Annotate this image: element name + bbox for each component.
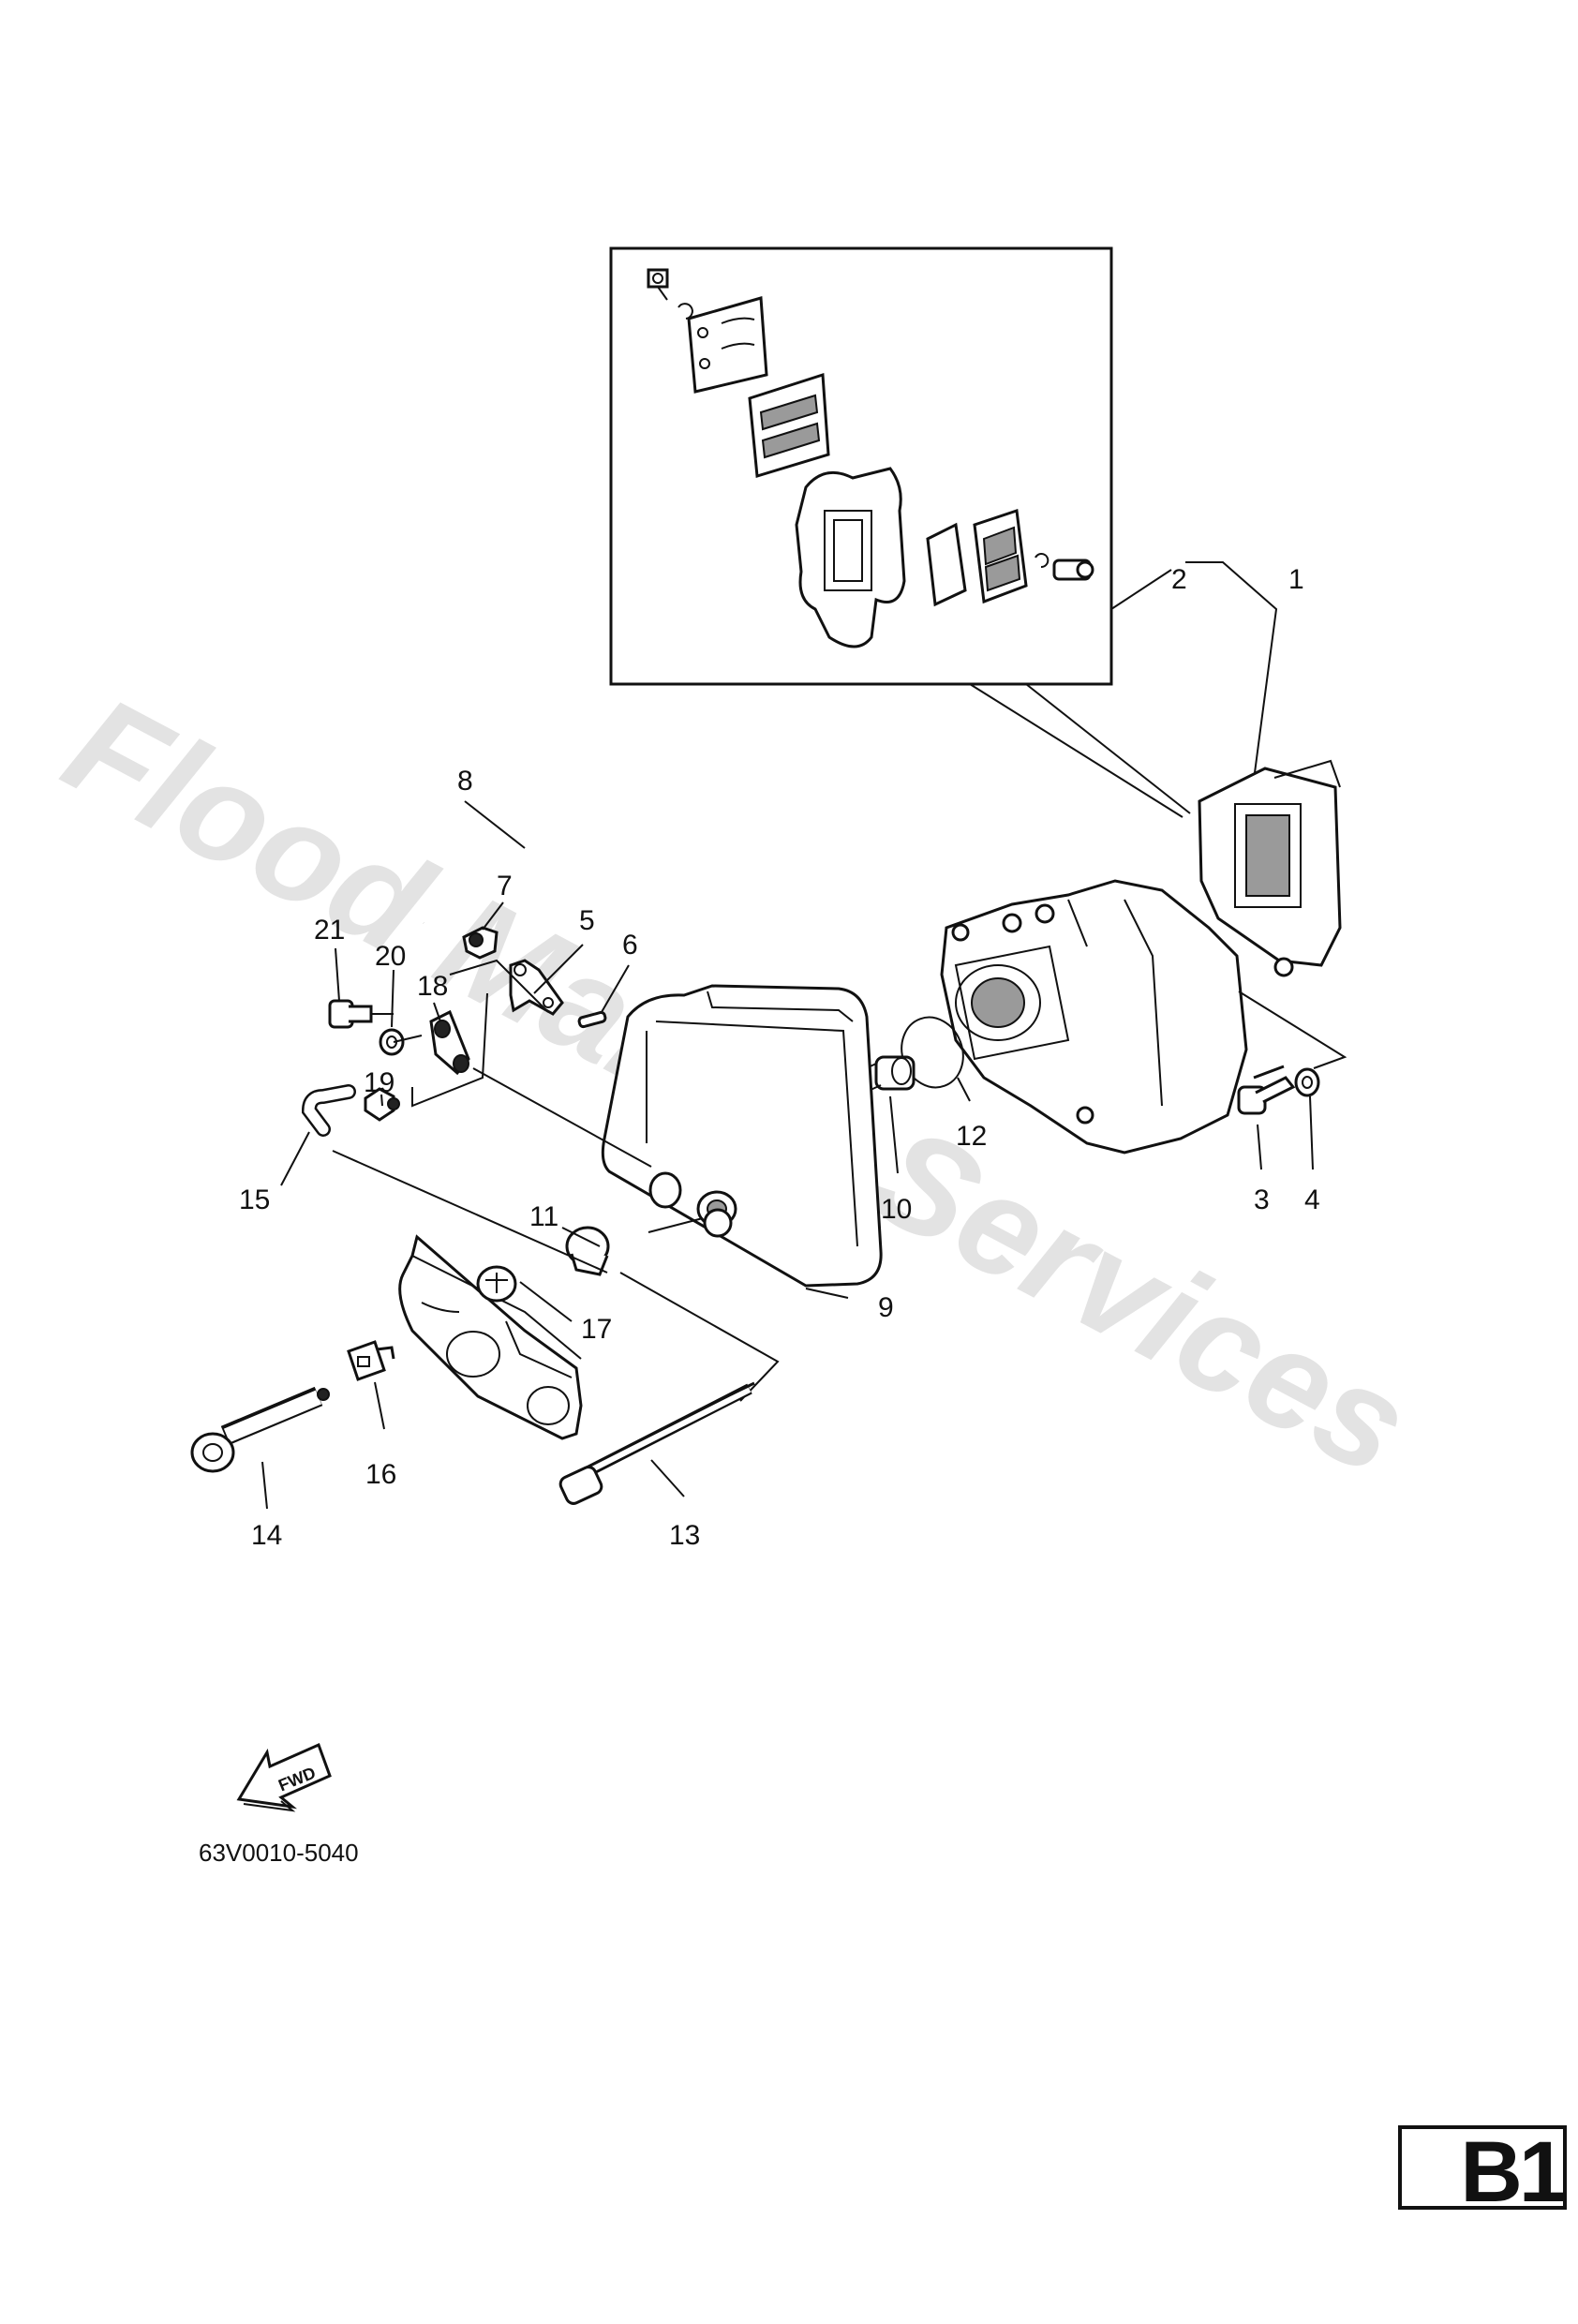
plug-16-icon xyxy=(347,1340,395,1381)
callout-4: 4 xyxy=(1304,1184,1320,1215)
reed-valve-inset xyxy=(609,246,1191,818)
callout-11: 11 xyxy=(529,1201,558,1232)
callout-5: 5 xyxy=(579,905,595,936)
callout-3: 3 xyxy=(1254,1184,1270,1215)
callout-7: 7 xyxy=(497,871,513,901)
hose-8-icon xyxy=(419,789,649,925)
diagram-code: 63V0010-5040 xyxy=(199,1839,359,1867)
pin-6-icon xyxy=(577,1010,607,1029)
grommet-17-icon xyxy=(476,1265,517,1303)
callout-19: 19 xyxy=(364,1067,394,1098)
reed-valve-assembly-icon xyxy=(1198,759,1342,977)
bolt-3-icon xyxy=(1237,1065,1296,1115)
bracket-18-icon xyxy=(429,1009,470,1076)
inset-reed-petal-icon xyxy=(748,372,830,478)
inset-valve-body-icon xyxy=(795,467,906,648)
callout-10: 10 xyxy=(881,1194,912,1225)
bolt-21-icon xyxy=(328,999,394,1029)
inset-stopper-plate-icon xyxy=(687,296,768,394)
bracket-5-icon xyxy=(509,959,564,1016)
page-tag: B1 xyxy=(1460,2124,1567,2220)
callout-17: 17 xyxy=(581,1314,612,1345)
crankcase-icon xyxy=(940,879,1248,1155)
hose-15-icon xyxy=(301,1084,356,1137)
silencer-9-icon xyxy=(601,984,883,1288)
callout-12: 12 xyxy=(956,1121,987,1152)
fwd-arrow-icon: FWD xyxy=(236,1742,332,1812)
clip-7-icon xyxy=(462,926,499,960)
callout-6: 6 xyxy=(622,930,638,961)
callout-1: 1 xyxy=(1288,564,1304,595)
callout-9: 9 xyxy=(878,1292,894,1323)
callout-13: 13 xyxy=(669,1520,700,1551)
page-tag-box: B1 xyxy=(1398,2124,1567,2220)
shaft-14-icon xyxy=(190,1386,330,1473)
lower-cowling-icon xyxy=(398,1234,583,1440)
long-bolt-13-icon xyxy=(558,1381,755,1505)
callout-21: 21 xyxy=(314,915,345,946)
washer-20-icon xyxy=(379,1028,405,1056)
cap-11-icon xyxy=(565,1226,610,1276)
callout-2: 2 xyxy=(1171,564,1187,595)
callout-16: 16 xyxy=(365,1459,396,1490)
callout-20: 20 xyxy=(375,941,406,972)
callout-14: 14 xyxy=(251,1520,282,1551)
inset-reed-valves-icon xyxy=(926,508,1094,607)
callout-8: 8 xyxy=(457,766,473,797)
washer-4-icon xyxy=(1294,1067,1320,1097)
callout-18: 18 xyxy=(417,971,448,1002)
callout-15: 15 xyxy=(239,1184,270,1215)
clip-19-icon xyxy=(364,1087,400,1122)
